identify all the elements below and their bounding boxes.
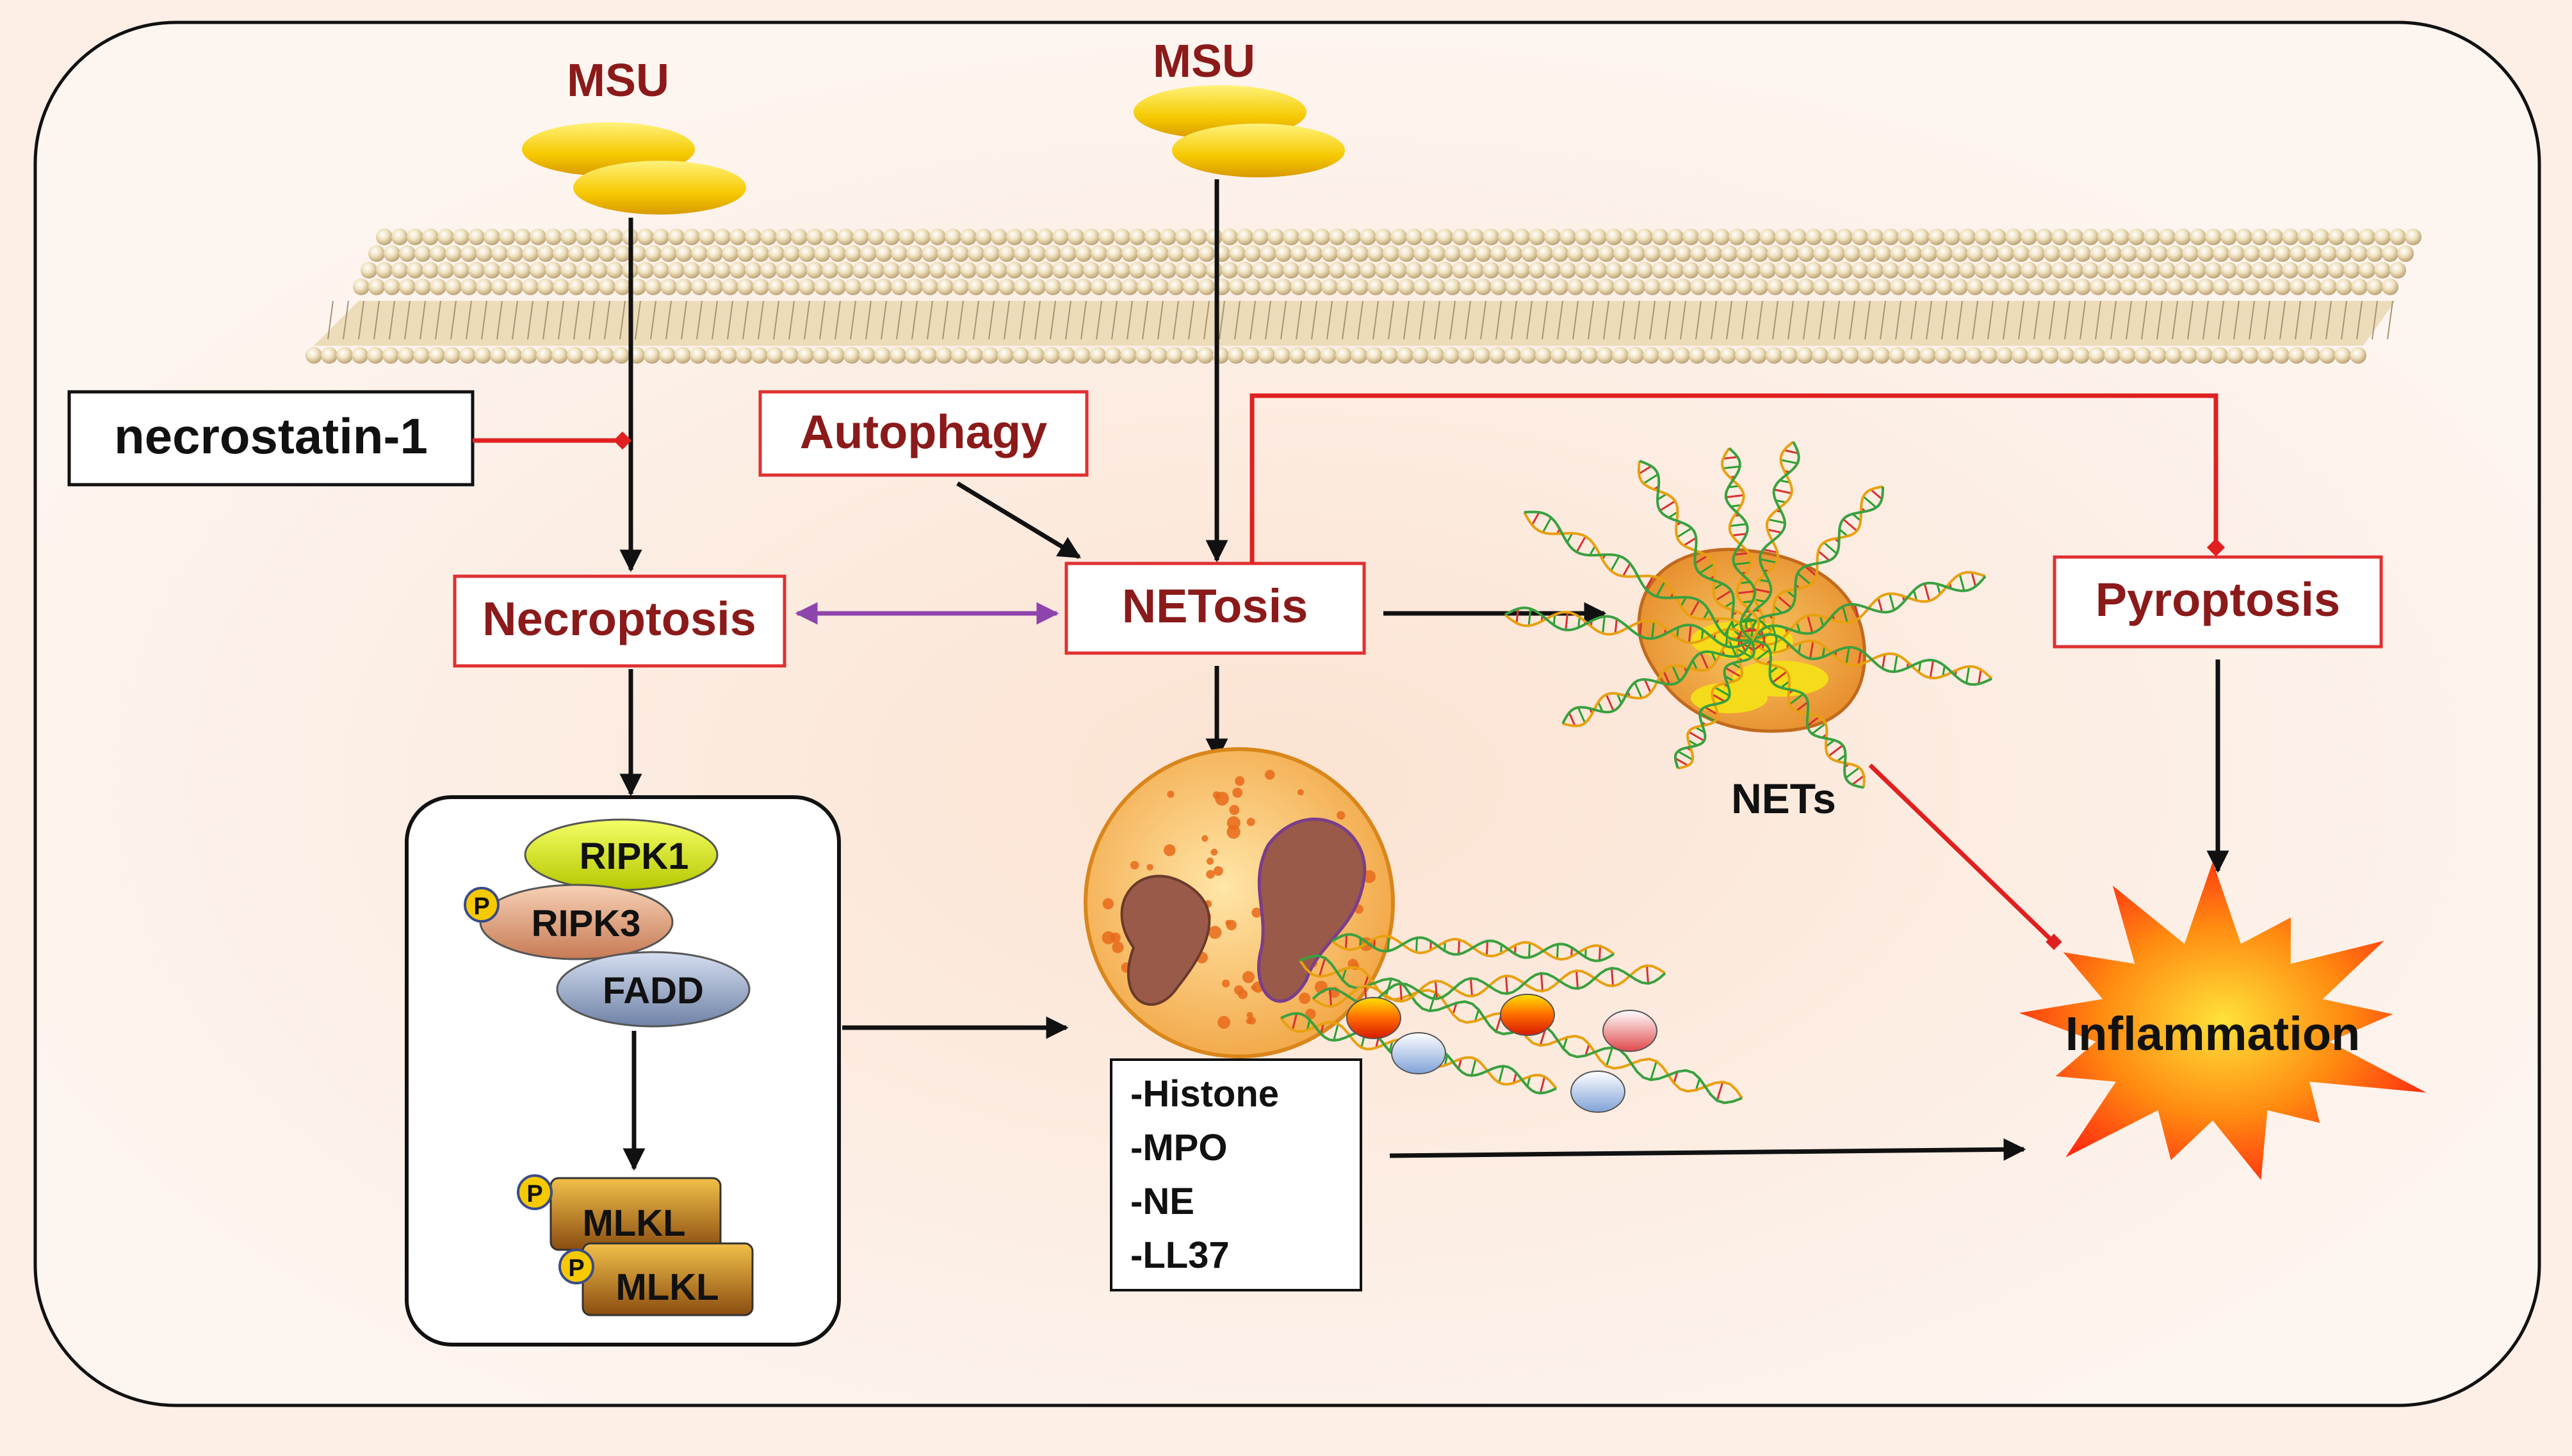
nets-to-inflammation-red-line bbox=[1868, 763, 2055, 943]
lipid-bilayer-icon bbox=[305, 229, 2421, 364]
msu-crystal-icon bbox=[1134, 85, 1345, 177]
phospho-label: P bbox=[473, 893, 489, 920]
nucleosome-group bbox=[1346, 994, 1657, 1113]
autophagy-box bbox=[758, 390, 1089, 477]
phospho-label: P bbox=[568, 1255, 584, 1282]
autophagy-label: Autophagy bbox=[800, 405, 1047, 458]
pyroptosis-end-marker bbox=[2206, 538, 2226, 557]
netosis-label: NETosis bbox=[1122, 579, 1308, 633]
components-to-inflammation-arrow bbox=[1389, 1138, 2026, 1161]
fadd-label: FADD bbox=[603, 970, 704, 1012]
neutrophil-icon bbox=[1084, 747, 1395, 1058]
necrostatin-1-box bbox=[67, 390, 475, 487]
component-item: -NE bbox=[1130, 1181, 1194, 1222]
netosis-box bbox=[1064, 562, 1366, 655]
ripk1-label: RIPK1 bbox=[580, 836, 689, 877]
nets-label: NETs bbox=[1731, 775, 1836, 822]
inflammation-burst-icon bbox=[2019, 862, 2427, 1180]
net-components-box bbox=[1110, 1058, 1362, 1291]
msu-left-label: MSU bbox=[567, 55, 669, 106]
phospho-marker bbox=[464, 887, 500, 923]
necroptosis-box bbox=[453, 574, 786, 668]
inflammation-label: Inflammation bbox=[2065, 1007, 2360, 1060]
mlkl-label-2: MLKL bbox=[615, 1266, 719, 1308]
ripk3-label: RIPK3 bbox=[532, 903, 641, 944]
fadd-protein bbox=[556, 951, 751, 1028]
autophagy-to-netosis-arrow bbox=[956, 481, 1081, 559]
netosis-pyroptosis-red-link bbox=[1249, 393, 2218, 563]
component-item: -Histone bbox=[1130, 1073, 1279, 1115]
component-item: -LL37 bbox=[1130, 1234, 1230, 1276]
msu-crystal-icon bbox=[522, 122, 746, 214]
phospho-marker bbox=[558, 1249, 594, 1284]
mlkl-label-1: MLKL bbox=[582, 1202, 685, 1244]
msu-right-label: MSU bbox=[1153, 36, 1255, 87]
necroptosis-label: Necroptosis bbox=[482, 592, 756, 645]
phospho-marker bbox=[517, 1174, 553, 1210]
inhibition-end-marker bbox=[613, 431, 632, 450]
necrostatin-1-label: necrostatin-1 bbox=[114, 408, 428, 464]
component-item: -MPO bbox=[1130, 1127, 1227, 1169]
pyroptosis-label: Pyroptosis bbox=[2096, 573, 2340, 626]
nets-icon bbox=[1504, 441, 1993, 789]
pyroptosis-box bbox=[2053, 555, 2383, 649]
phospho-label: P bbox=[526, 1181, 542, 1208]
